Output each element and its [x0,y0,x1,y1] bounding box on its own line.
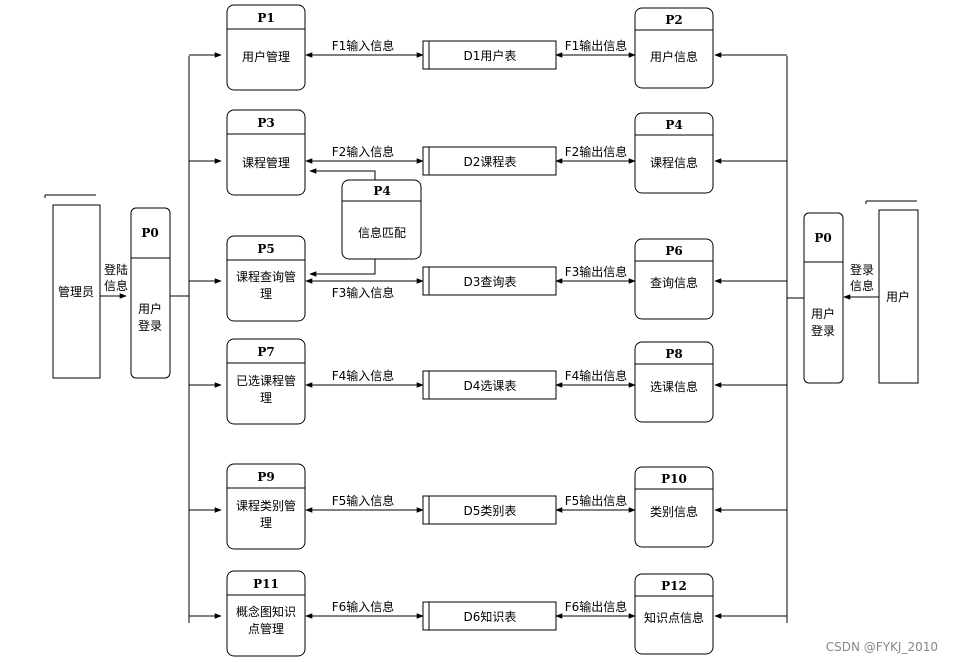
match-process-id: P4 [373,184,390,198]
process-p8: P8 选课信息 [634,341,714,423]
process-p1: P1 用户管理 [226,4,306,91]
data-store-label: D3查询表 [464,275,517,289]
data-store: D4选课表 [422,370,557,400]
process-id: P3 [257,116,274,130]
data-store: D2课程表 [422,146,557,176]
process-id: P12 [661,579,687,593]
user-process-name-1: 用户 [811,306,835,321]
process-id: P5 [257,242,274,256]
data-store: D6知识表 [422,601,557,631]
process-p12: P12 知识点信息 [634,573,714,655]
process-name: 理 [260,516,272,530]
process-p2: P2 用户信息 [634,7,714,89]
user-login-label-1: 登录 [850,262,874,277]
process-id: P2 [665,13,682,27]
process-p6: P6 查询信息 [634,238,714,320]
process-name: 类别信息 [650,504,698,519]
output-flow-label: F6输出信息 [565,599,628,614]
input-flow-label: F6输入信息 [332,599,395,614]
watermark: CSDN @FYKJ_2010 [826,640,938,654]
data-store-label: D4选课表 [464,379,517,393]
admin-process-name-2: 登录 [138,318,162,333]
process-p10: P10 类别信息 [634,466,714,548]
process-name: 课程类别管 [236,498,296,513]
process-id: P1 [257,11,274,25]
admin-entity-label: 管理员 [58,284,94,299]
admin-entity: 管理员 [44,194,101,379]
process-p4: P4 课程信息 [634,112,714,194]
admin-login-label-2: 信息 [104,278,128,293]
data-store: D1用户表 [422,40,557,70]
match-process-name: 信息匹配 [358,225,406,240]
process-id: P7 [257,345,274,359]
process-name: 理 [260,391,272,405]
process-name: 用户信息 [650,49,698,64]
process-name: 已选课程管 [236,373,296,388]
user-entity-label: 用户 [886,289,910,304]
process-name: 知识点信息 [644,610,704,625]
admin-login-process: P0 用户 登录 [130,207,171,379]
output-flow-label: F4输出信息 [565,368,628,383]
data-store: D5类别表 [422,495,557,525]
admin-process-id: P0 [141,226,158,240]
user-login-label-2: 信息 [850,278,874,293]
process-name: 课程管理 [242,155,290,170]
admin-login-label-1: 登陆 [104,262,128,277]
data-store-label: D2课程表 [464,154,517,169]
process-p3: P3 课程管理 [226,109,306,196]
process-name: 查询信息 [650,275,698,290]
process-name: 用户管理 [242,49,290,64]
process-name: 点管理 [248,621,284,636]
process-name: 概念图知识 [236,604,296,619]
data-store: D3查询表 [422,266,557,296]
input-flow-label: F1输入信息 [332,38,395,53]
process-name: 选课信息 [650,379,698,394]
match-process: P4 信息匹配 [341,179,422,260]
data-store-label: D6知识表 [464,610,517,624]
output-flow-label: F2输出信息 [565,144,628,159]
process-id: P10 [661,472,687,486]
input-flow-label: F3输入信息 [332,285,395,300]
process-rows: P1 用户管理 F1输入信息 D1用户表 F1输出信息 P2 用户信息 P3 课程管理 F2输入信… [189,4,787,657]
output-flow-label: F1输出信息 [565,38,628,53]
process-id: P11 [253,577,279,591]
process-id: P4 [665,118,682,132]
output-flow-label: F5输出信息 [565,493,628,508]
data-store-label: D1用户表 [464,48,517,63]
user-entity: 用户 [865,200,919,384]
process-name: 课程查询管 [236,269,296,284]
row-1: P1 用户管理 F1输入信息 D1用户表 F1输出信息 P2 用户信息 [189,4,787,91]
process-name: 课程信息 [650,155,698,170]
row-2: P3 课程管理 F2输入信息 D2课程表 F2输出信息 P4 课程信息 [189,109,787,196]
process-id: P8 [665,347,682,361]
output-flow-label: F3输出信息 [565,264,628,279]
admin-process-name-1: 用户 [138,301,162,316]
data-store-label: D5类别表 [464,504,517,518]
input-flow-label: F2输入信息 [332,144,395,159]
user-process-name-2: 登录 [811,323,835,338]
process-id: P6 [665,244,682,258]
user-login-process: P0 用户 登录 [803,212,844,384]
input-flow-label: F4输入信息 [332,368,395,383]
process-name: 理 [260,287,272,301]
input-flow-label: F5输入信息 [332,493,395,508]
process-id: P9 [257,470,274,484]
user-process-id: P0 [814,231,831,245]
match-to-query-arrow [309,259,376,277]
match-to-course-arrow [309,168,376,180]
